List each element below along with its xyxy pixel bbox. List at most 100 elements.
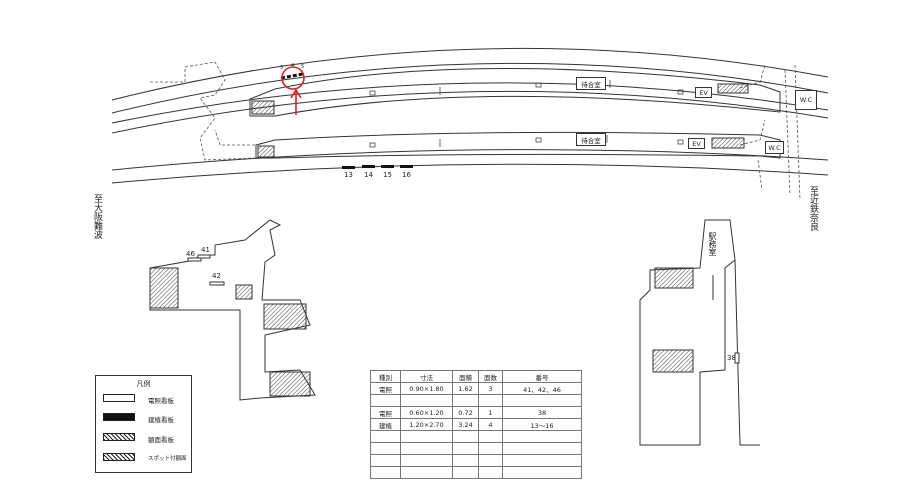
platform-marks	[369, 80, 684, 148]
cell: 電照	[370, 382, 401, 395]
cell: 電照	[370, 406, 401, 419]
table-row	[370, 454, 582, 467]
cell: 3	[478, 382, 503, 395]
cell: 38	[502, 406, 582, 419]
header-area: 面積	[452, 370, 479, 383]
cell: 0.60×1.20	[400, 406, 453, 419]
ev-upper: EV	[695, 87, 712, 98]
cell	[502, 454, 582, 467]
cell	[400, 454, 453, 467]
legend-item-frame: 額面看板	[103, 432, 188, 444]
lower-right-building	[639, 219, 760, 446]
platform-stairs-lower	[711, 137, 745, 149]
upper-platform	[249, 67, 781, 117]
cell	[400, 430, 453, 443]
header-type: 種別	[370, 370, 401, 383]
marker-number-4: 4	[291, 63, 295, 69]
waiting-room-upper: 待合室	[576, 77, 606, 90]
cell	[400, 394, 453, 407]
cell	[502, 394, 582, 407]
table-row: 建植 1.20×2.70 3.24 4 13〜16	[370, 418, 582, 431]
frame-sign-symbol	[103, 433, 135, 441]
number-38: 38	[727, 354, 736, 362]
cell	[370, 454, 401, 467]
table-row: 電照 0.60×1.20 0.72 1 38	[370, 406, 582, 419]
cell: 4	[478, 418, 503, 431]
legend: 凡例 電照看板 建植看板 額面看板 スポット付額面	[95, 375, 192, 473]
cell	[370, 466, 401, 479]
table-header-row: 種別 寸法 面積 面数 番号	[370, 370, 582, 383]
cell	[478, 454, 503, 467]
marker-number-5: 5	[301, 64, 305, 70]
built-boards	[342, 165, 413, 169]
direction-left: 至大阪難波	[92, 194, 102, 239]
cell	[452, 430, 479, 443]
cell: 0.90×1.80	[400, 382, 453, 395]
lower-left-building	[149, 219, 316, 401]
track-lines	[111, 47, 829, 184]
cell: 1.62	[452, 382, 479, 395]
table-row	[370, 394, 582, 407]
highlight-marker	[280, 66, 305, 115]
cell: 建植	[370, 418, 401, 431]
header-size: 寸法	[400, 370, 453, 383]
lower-platform	[255, 131, 781, 159]
cell: 1	[478, 406, 503, 419]
cell	[452, 466, 479, 479]
upper-stairs	[251, 100, 275, 115]
legend-label: スポット付額面	[148, 456, 187, 462]
ev-lower: EV	[688, 138, 705, 149]
cell	[452, 454, 479, 467]
built-sign-symbol	[103, 413, 135, 421]
board-number-14: 14	[364, 171, 373, 179]
table-row: 電照 0.90×1.80 1.62 3 41、42、46	[370, 382, 582, 395]
cell: 41、42、46	[502, 382, 582, 395]
legend-item-built: 建植看板	[103, 412, 188, 424]
direction-right: 至近鉄奈良	[808, 186, 818, 231]
spec-table: 種別 寸法 面積 面数 番号 電照 0.90×1.80 1.62 3 41、42…	[370, 370, 582, 479]
legend-title: 凡例	[136, 380, 151, 388]
table-row	[370, 466, 582, 479]
spot-frame-symbol	[103, 453, 135, 461]
number-42: 42	[212, 272, 221, 280]
cell	[452, 394, 479, 407]
station-office-label: 駅務室	[708, 232, 717, 256]
table-row	[370, 442, 582, 455]
cell: 1.20×2.70	[400, 418, 453, 431]
cell	[370, 430, 401, 443]
cell	[502, 466, 582, 479]
cell	[478, 466, 503, 479]
board-number-15: 15	[383, 171, 392, 179]
wc-upper: W.C	[795, 90, 817, 110]
cell: 13〜16	[502, 418, 582, 431]
cell: 3.24	[452, 418, 479, 431]
cell: 0.72	[452, 406, 479, 419]
number-46: 46	[186, 250, 195, 258]
cell	[478, 442, 503, 455]
cell	[502, 442, 582, 455]
legend-label: 電照看板	[148, 397, 174, 405]
wc-lower: W.C	[765, 141, 784, 154]
lower-stairs	[257, 145, 275, 158]
board-number-13: 13	[344, 171, 353, 179]
cell	[478, 394, 503, 407]
number-41: 41	[201, 246, 210, 254]
marker-number-3: 3	[280, 65, 284, 71]
board-number-16: 16	[402, 171, 411, 179]
cell	[502, 430, 582, 443]
cell	[452, 442, 479, 455]
lit-sign-symbol	[103, 394, 135, 402]
platform-stairs-upper	[717, 83, 749, 94]
cell	[370, 394, 401, 407]
legend-label: 建植看板	[148, 416, 174, 424]
legend-label: 額面看板	[148, 436, 174, 444]
waiting-room-lower: 待合室	[576, 133, 606, 146]
header-number: 番号	[502, 370, 582, 383]
cell	[400, 442, 453, 455]
table-row	[370, 430, 582, 443]
legend-item-lit: 電照看板	[103, 393, 188, 405]
cell	[400, 466, 453, 479]
header-count: 面数	[478, 370, 503, 383]
concourse-outline	[150, 61, 801, 201]
